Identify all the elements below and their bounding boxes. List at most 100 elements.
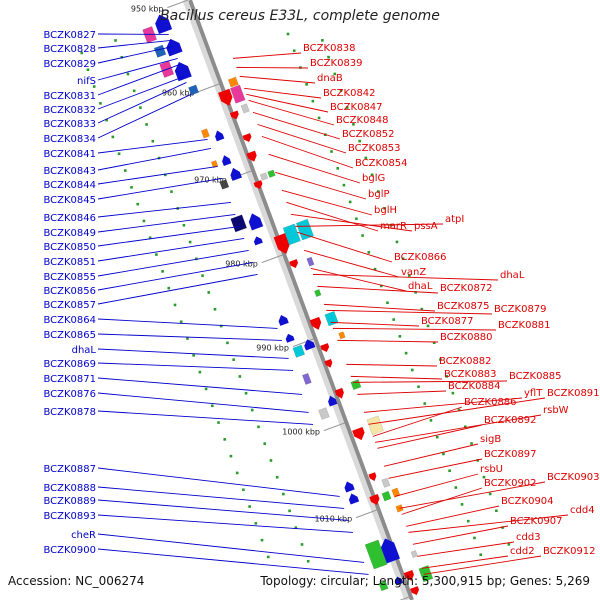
leader-line-left [97, 392, 309, 413]
gene-label-left: BCZK0845 [43, 195, 96, 206]
gene-label-right: BCZK0875 [437, 301, 490, 312]
gene-label-right: BCZK0842 [323, 88, 376, 99]
gene-arrow-shape [215, 130, 225, 142]
leader-line-right [346, 363, 438, 367]
marker-dot [188, 240, 192, 244]
marker-dot [330, 150, 333, 153]
leader-line-left [97, 333, 282, 341]
leader-line-right [421, 555, 509, 569]
marker-dot [411, 368, 414, 372]
leader-line-right [261, 135, 354, 169]
marker-dot [223, 438, 227, 441]
gene-arrow-shape [248, 213, 264, 231]
gene-box [229, 84, 246, 104]
gene-arrow-reverse [403, 569, 414, 581]
gene-box-shape [267, 169, 276, 178]
marker-dot [142, 219, 146, 223]
gene-label-left: BCZK0828 [43, 44, 96, 55]
gene-label-right: bglH [374, 205, 397, 216]
gene-arrow-shape [368, 472, 377, 481]
scale-tick [198, 83, 220, 93]
marker-dot [186, 337, 189, 340]
gene-label-right: BCZK0903 [547, 472, 600, 483]
gene-arrow-reverse [320, 343, 330, 352]
marker-dot [123, 169, 127, 172]
gene-label-right: BCZK0879 [494, 304, 547, 315]
marker-dot [300, 543, 304, 546]
marker-dot [367, 251, 371, 254]
gene-arrow-shape [352, 426, 365, 441]
leader-line-right [290, 213, 413, 232]
marker-dot [321, 39, 324, 42]
leader-line-right [244, 87, 322, 99]
gene-label-left: BCZK0827 [43, 30, 96, 41]
gene-label-left: nifS [77, 76, 96, 87]
leader-line-right [297, 231, 393, 263]
gene-arrow-reverse [410, 586, 420, 595]
gene-label-right: cdd3 [516, 532, 541, 543]
marker-dot [219, 324, 223, 328]
gene-box [350, 379, 362, 391]
gene-label-left: cheR [71, 530, 96, 541]
gene-label-left: BCZK0887 [43, 464, 96, 475]
marker-dot [364, 156, 368, 160]
leader-line-left [97, 39, 172, 49]
marker-dot [139, 106, 142, 109]
gene-label-left: BCZK0888 [43, 483, 96, 494]
leader-line-left [97, 467, 340, 497]
scale-tick [167, 0, 189, 9]
scale-tick-label: 990 kbp [256, 343, 289, 352]
gene-box-shape [366, 415, 384, 436]
gene-label-left: BCZK0869 [43, 359, 96, 370]
gene-arrow-shape [304, 339, 316, 351]
marker-dot [250, 408, 254, 412]
marker-dot [401, 257, 405, 261]
marker-dot [448, 469, 451, 473]
marker-dot [376, 190, 380, 193]
gene-arrow-reverse [273, 233, 290, 254]
marker-dot [342, 183, 346, 187]
gene-box [227, 76, 239, 88]
leader-line-right [423, 555, 542, 575]
gene-arrow-shape [289, 259, 299, 268]
gene-box [188, 84, 200, 96]
gene-box-shape [306, 256, 315, 267]
gene-arrow-forward [174, 61, 192, 82]
marker-dot [213, 307, 217, 311]
marker-dot [348, 200, 352, 204]
gene-box [267, 169, 276, 178]
leader-line-left [97, 362, 294, 371]
gene-label-left: BCZK0844 [43, 180, 96, 191]
marker-dot [445, 375, 448, 378]
gene-arrow-shape [166, 38, 183, 57]
marker-dot [464, 425, 467, 429]
marker-dot [170, 190, 173, 193]
gene-label-left: BCZK0878 [43, 407, 96, 418]
gene-label-left: dhaL [72, 345, 97, 356]
marker-dot [217, 421, 220, 424]
gene-label-right: BCZK0912 [543, 546, 596, 557]
leader-line-left [97, 237, 245, 262]
marker-dot [80, 51, 84, 55]
leader-line-right [326, 309, 493, 315]
marker-dot [352, 123, 355, 126]
gene-arrow-shape [246, 150, 257, 162]
leader-line-right [233, 52, 302, 59]
marker-dot [379, 284, 383, 288]
marker-dot [229, 454, 233, 458]
marker-dot [145, 123, 148, 126]
marker-dot [429, 419, 433, 422]
gene-box-shape [188, 84, 200, 96]
marker-dot [306, 559, 310, 563]
marker-dot [473, 536, 476, 540]
leader-line-right [377, 424, 483, 449]
gene-arrow-shape [324, 358, 333, 368]
scale-tick-label: 950 kbp [131, 4, 164, 13]
marker-dot [482, 475, 486, 479]
marker-dot [495, 509, 498, 513]
marker-dot [479, 553, 482, 557]
gene-label-right: cdd4 [570, 505, 595, 516]
leader-line-right [257, 123, 347, 154]
